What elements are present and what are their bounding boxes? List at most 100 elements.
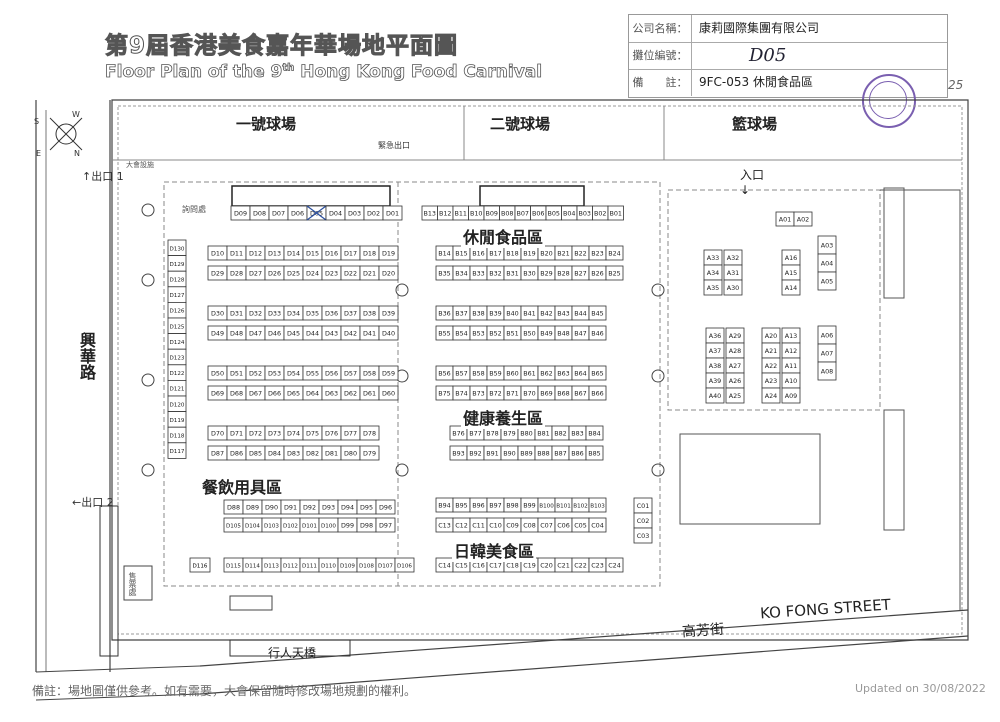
svg-text:B56: B56 xyxy=(438,370,451,378)
svg-text:B14: B14 xyxy=(438,250,451,258)
svg-text:D11: D11 xyxy=(230,250,243,258)
booth-D90: D90 xyxy=(261,499,282,515)
booth-A07: A07 xyxy=(817,343,837,363)
booth-B38: B38 xyxy=(469,305,488,321)
booth-D128: D128 xyxy=(167,270,187,288)
booth-D09: D09 xyxy=(230,205,251,221)
booth-B71: B71 xyxy=(503,385,522,401)
booth-D06: D06 xyxy=(287,205,308,221)
svg-text:A31: A31 xyxy=(727,269,740,277)
booth-D49: D49 xyxy=(207,325,228,341)
booth-row: 攤位編號： D05 xyxy=(629,42,947,70)
booth-B69: B69 xyxy=(537,385,556,401)
svg-text:D64: D64 xyxy=(306,390,319,398)
svg-text:D115: D115 xyxy=(226,564,241,570)
svg-text:A36: A36 xyxy=(709,332,722,340)
booth-C08: C08 xyxy=(520,517,539,533)
svg-text:D45: D45 xyxy=(287,330,300,338)
svg-text:B42: B42 xyxy=(540,310,553,318)
booth-D97: D97 xyxy=(375,517,396,533)
booth-B97: B97 xyxy=(486,497,505,513)
booth-D92: D92 xyxy=(299,499,320,515)
booth-B01: B01 xyxy=(607,205,624,221)
svg-text:B62: B62 xyxy=(540,370,553,378)
booth-A03: A03 xyxy=(817,235,837,255)
booth-B65: B65 xyxy=(588,365,607,381)
svg-text:B53: B53 xyxy=(472,330,485,338)
svg-text:C05: C05 xyxy=(574,522,587,530)
svg-text:D60: D60 xyxy=(382,390,395,398)
booth-D81: D81 xyxy=(321,445,342,461)
svg-text:D128: D128 xyxy=(170,278,185,284)
booth-D72: D72 xyxy=(245,425,266,441)
svg-text:B12: B12 xyxy=(439,210,452,218)
svg-text:B24: B24 xyxy=(608,250,621,258)
svg-text:D88: D88 xyxy=(227,504,240,512)
svg-text:C16: C16 xyxy=(472,562,485,570)
basketball-label: 籃球場 xyxy=(732,115,778,133)
booth-D86: D86 xyxy=(226,445,247,461)
booth-B75: B75 xyxy=(435,385,454,401)
svg-text:D108: D108 xyxy=(359,564,374,570)
svg-text:D79: D79 xyxy=(363,450,376,458)
svg-text:D13: D13 xyxy=(268,250,281,258)
booth-B55: B55 xyxy=(435,325,454,341)
booth-A15: A15 xyxy=(781,264,801,281)
booth-C05: C05 xyxy=(571,517,590,533)
booth-D96: D96 xyxy=(375,499,396,515)
svg-text:D03: D03 xyxy=(348,210,361,218)
svg-text:D68: D68 xyxy=(230,390,243,398)
svg-text:C14: C14 xyxy=(438,562,451,570)
svg-text:B80: B80 xyxy=(520,430,533,438)
booth-B83: B83 xyxy=(568,425,587,441)
booth-D62: D62 xyxy=(340,385,361,401)
svg-text:D22: D22 xyxy=(344,270,357,278)
booth-A30: A30 xyxy=(723,279,743,296)
booth-D03: D03 xyxy=(344,205,365,221)
svg-text:A05: A05 xyxy=(821,278,834,286)
svg-text:B84: B84 xyxy=(588,430,601,438)
booth-A37: A37 xyxy=(705,342,725,359)
booth-A12: A12 xyxy=(781,342,801,359)
booth-B07: B07 xyxy=(514,205,531,221)
svg-text:D02: D02 xyxy=(367,210,380,218)
svg-text:C04: C04 xyxy=(591,522,604,530)
svg-text:B04: B04 xyxy=(563,210,576,218)
svg-text:B96: B96 xyxy=(472,502,485,510)
svg-text:D92: D92 xyxy=(303,504,316,512)
booth-D121: D121 xyxy=(167,379,187,397)
booth-D102: D102 xyxy=(280,517,301,533)
svg-text:A24: A24 xyxy=(765,392,778,400)
booth-D56: D56 xyxy=(321,365,342,381)
svg-text:D55: D55 xyxy=(306,370,319,378)
svg-text:D33: D33 xyxy=(268,310,281,318)
booth-B29: B29 xyxy=(537,265,556,281)
booth-C09: C09 xyxy=(503,517,522,533)
svg-text:B101: B101 xyxy=(556,504,571,510)
booth-A39: A39 xyxy=(705,372,725,389)
compass-icon: W S E N xyxy=(34,110,83,158)
booth-B85: B85 xyxy=(585,445,604,461)
svg-text:B16: B16 xyxy=(472,250,485,258)
svg-text:B52: B52 xyxy=(489,330,502,338)
svg-text:D44: D44 xyxy=(306,330,319,338)
booth-A27: A27 xyxy=(725,357,745,374)
booth-D07: D07 xyxy=(268,205,289,221)
booth-B72: B72 xyxy=(486,385,505,401)
svg-text:B61: B61 xyxy=(523,370,536,378)
svg-text:A38: A38 xyxy=(709,362,722,370)
booth-D13: D13 xyxy=(264,245,285,261)
booth-D47: D47 xyxy=(245,325,266,341)
booth-B98: B98 xyxy=(503,497,522,513)
svg-text:A10: A10 xyxy=(785,377,798,385)
booth-B90: B90 xyxy=(500,445,519,461)
svg-text:B83: B83 xyxy=(571,430,584,438)
svg-text:D62: D62 xyxy=(344,390,357,398)
svg-text:B09: B09 xyxy=(485,210,498,218)
svg-text:B69: B69 xyxy=(540,390,553,398)
booth-D71: D71 xyxy=(226,425,247,441)
svg-text:B72: B72 xyxy=(489,390,502,398)
svg-text:C08: C08 xyxy=(523,522,536,530)
svg-text:D16: D16 xyxy=(325,250,338,258)
